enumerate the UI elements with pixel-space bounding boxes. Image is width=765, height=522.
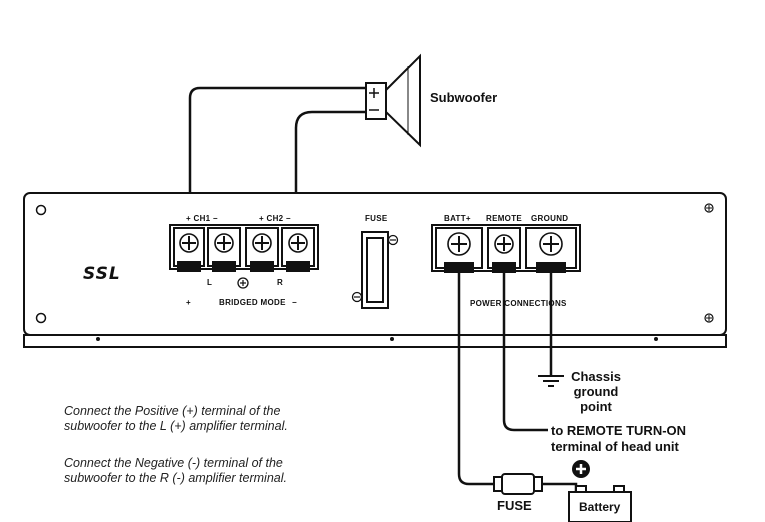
r-terminal-label: R bbox=[277, 278, 284, 287]
remote-line-2: terminal of head unit bbox=[551, 439, 679, 454]
remote-line-1: to REMOTE TURN-ON bbox=[551, 423, 687, 438]
bridged-plus: + bbox=[186, 298, 191, 307]
bridged-mode-label: BRIDGED MODE bbox=[219, 298, 286, 307]
battery-label: Battery bbox=[579, 500, 621, 514]
ssl-logo: SSL bbox=[83, 264, 121, 284]
power-terminal-block bbox=[431, 224, 581, 273]
inline-fuse-label: FUSE bbox=[497, 498, 532, 513]
chassis-ground-label: Chassis ground point bbox=[566, 369, 626, 414]
ch1-label: + CH1 − bbox=[186, 214, 218, 223]
battery-icon bbox=[568, 460, 632, 522]
negative-speaker-wire bbox=[294, 110, 366, 228]
inline-fuse-icon bbox=[493, 473, 543, 495]
l-terminal-label: L bbox=[207, 278, 213, 287]
subwoofer-icon bbox=[365, 53, 421, 148]
remote-turn-on-label: to REMOTE TURN-ON terminal of head unit bbox=[551, 423, 686, 455]
positive-note-line-1: Connect the Positive (+) terminal of the bbox=[64, 404, 281, 418]
power-connections-label: POWER CONNECTIONS bbox=[470, 299, 567, 308]
ground-terminal-label: GROUND bbox=[531, 214, 569, 223]
chassis-line-1: Chassis bbox=[571, 369, 621, 384]
subwoofer-label: Subwoofer bbox=[430, 90, 498, 105]
bridged-minus: − bbox=[292, 298, 297, 307]
batt-terminal-label: BATT+ bbox=[444, 214, 471, 223]
negative-note-line-1: Connect the Negative (-) terminal of the bbox=[64, 456, 283, 470]
amp-fuse-holder bbox=[351, 231, 399, 309]
remote-terminal-label: REMOTE bbox=[486, 214, 523, 223]
positive-note: Connect the Positive (+) terminal of the… bbox=[64, 404, 288, 434]
ch2-label: + CH2 − bbox=[259, 214, 291, 223]
speaker-terminal-block bbox=[169, 224, 319, 289]
fuse-to-battery-wire bbox=[542, 482, 578, 492]
positive-speaker-wire bbox=[188, 86, 366, 228]
negative-note-line-2: subwoofer to the R (-) amplifier termina… bbox=[64, 471, 287, 485]
ground-icon bbox=[538, 375, 564, 387]
positive-note-line-2: subwoofer to the L (+) amplifier termina… bbox=[64, 419, 288, 433]
amp-fuse-label: FUSE bbox=[365, 214, 388, 223]
remote-wire bbox=[502, 272, 548, 432]
battery-power-wire bbox=[457, 272, 494, 486]
chassis-line-3: point bbox=[580, 399, 612, 414]
chassis-line-2: ground bbox=[573, 384, 619, 399]
negative-note: Connect the Negative (-) terminal of the… bbox=[64, 456, 287, 486]
